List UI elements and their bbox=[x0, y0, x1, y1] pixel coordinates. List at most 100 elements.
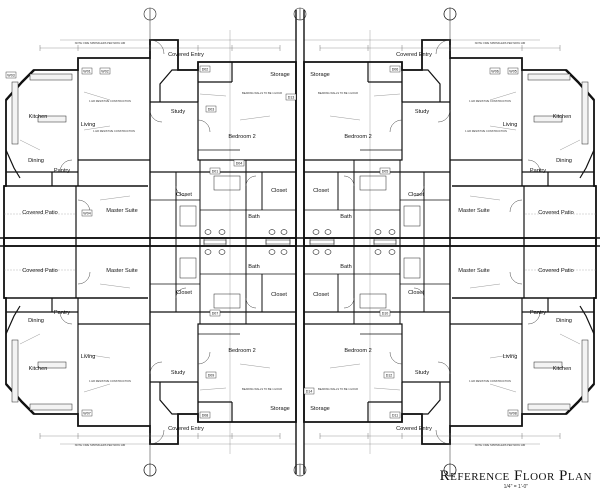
svg-text:D13: D13 bbox=[288, 96, 295, 100]
label-dining: Dining bbox=[28, 318, 44, 324]
label-covered-patio: Covered Patio bbox=[22, 268, 57, 274]
label-pantry: Pantry bbox=[54, 168, 70, 174]
svg-text:W06: W06 bbox=[491, 70, 498, 74]
note-sprinkler: NOTE: FIRE SPRINKLERS PER NFPA 13R bbox=[475, 41, 526, 45]
label-study: Study bbox=[415, 370, 430, 376]
svg-text:W04: W04 bbox=[83, 212, 90, 216]
svg-text:D11: D11 bbox=[392, 414, 398, 418]
label-closet-2: Closet bbox=[313, 188, 329, 194]
tag-d10: D10 bbox=[379, 309, 391, 317]
svg-text:D01: D01 bbox=[212, 170, 219, 174]
label-master-suite: Master Suite bbox=[458, 208, 489, 214]
tag-w04: W04 bbox=[81, 209, 93, 217]
svg-text:D07: D07 bbox=[212, 312, 219, 316]
tag-d14: D14 bbox=[303, 387, 315, 395]
label-closet-2: Closet bbox=[271, 292, 287, 298]
note-sprinkler: NOTE: FIRE SPRINKLERS PER NFPA 13R bbox=[475, 443, 526, 447]
label-bath: Bath bbox=[248, 264, 260, 270]
label-covered-entry: Covered Entry bbox=[396, 426, 432, 432]
note-fire-wall: 1 HR RESISTIVE CONSTRUCTION bbox=[89, 379, 131, 383]
tag-d02: D02 bbox=[199, 65, 211, 73]
label-bedroom-2: Bedroom 2 bbox=[228, 134, 255, 140]
center-grid bbox=[0, 7, 600, 477]
note-fire-wall: 1 HR RESISTIVE CONSTRUCTION bbox=[465, 129, 507, 133]
tag-d13: D13 bbox=[285, 93, 297, 101]
label-living: Living bbox=[81, 122, 96, 128]
svg-text:D05: D05 bbox=[382, 170, 389, 174]
svg-text:W02: W02 bbox=[101, 70, 108, 74]
note-bearing: BEARING WALLS TO BE 1 HOUR bbox=[242, 387, 282, 391]
svg-text:D08: D08 bbox=[202, 414, 209, 418]
label-kitchen: Kitchen bbox=[553, 366, 572, 372]
label-dining: Dining bbox=[556, 318, 572, 324]
svg-text:D06: D06 bbox=[392, 68, 399, 72]
svg-text:W05: W05 bbox=[509, 70, 516, 74]
label-closet: Closet bbox=[408, 192, 424, 198]
label-closet: Closet bbox=[176, 290, 192, 296]
tag-w07: W07 bbox=[81, 409, 93, 417]
construction-notes: 1 HR RESISTIVE CONSTRUCTION 1 HR RESISTI… bbox=[75, 41, 526, 447]
svg-text:D04: D04 bbox=[236, 162, 243, 166]
label-bath: Bath bbox=[340, 214, 352, 220]
label-covered-entry: Covered Entry bbox=[168, 426, 204, 432]
svg-text:D02: D02 bbox=[202, 68, 209, 72]
label-study: Study bbox=[171, 370, 186, 376]
svg-text:D10: D10 bbox=[382, 312, 389, 316]
note-fire-wall: 1 HR RESISTIVE CONSTRUCTION bbox=[89, 99, 131, 103]
label-master-suite: Master Suite bbox=[106, 268, 137, 274]
label-pantry: Pantry bbox=[54, 310, 70, 316]
svg-text:D03: D03 bbox=[208, 108, 215, 112]
svg-text:W03: W03 bbox=[7, 74, 14, 78]
label-closet: Closet bbox=[176, 192, 192, 198]
label-living: Living bbox=[81, 354, 96, 360]
label-covered-patio: Covered Patio bbox=[538, 268, 573, 274]
label-storage: Storage bbox=[310, 72, 330, 78]
svg-text:W08: W08 bbox=[509, 412, 516, 416]
svg-text:D14: D14 bbox=[306, 390, 313, 394]
label-kitchen: Kitchen bbox=[29, 366, 48, 372]
plan-scale: 1/4" = 1'-0" bbox=[503, 484, 529, 490]
tag-w01: W01 bbox=[81, 67, 93, 75]
label-bedroom-2: Bedroom 2 bbox=[228, 348, 255, 354]
plan-title: Reference Floor Plan bbox=[439, 468, 592, 484]
label-closet: Closet bbox=[408, 290, 424, 296]
label-master-suite: Master Suite bbox=[458, 268, 489, 274]
label-storage: Storage bbox=[270, 406, 290, 412]
tag-w06: W06 bbox=[489, 67, 501, 75]
label-bedroom-2: Bedroom 2 bbox=[344, 348, 371, 354]
label-bath: Bath bbox=[248, 214, 260, 220]
svg-text:D12: D12 bbox=[386, 374, 393, 378]
note-sprinkler: NOTE: FIRE SPRINKLERS PER NFPA 13R bbox=[75, 41, 126, 45]
note-bearing: BEARING WALLS TO BE 1 HOUR bbox=[318, 387, 358, 391]
label-study: Study bbox=[415, 109, 430, 115]
note-bearing: BEARING WALLS TO BE 1 HOUR bbox=[318, 91, 358, 95]
tag-d04: D04 bbox=[233, 159, 245, 167]
label-bath: Bath bbox=[340, 264, 352, 270]
tag-d07: D07 bbox=[209, 309, 221, 317]
label-bedroom-2: Bedroom 2 bbox=[344, 134, 371, 140]
tag-d05: D05 bbox=[379, 167, 391, 175]
svg-text:D09: D09 bbox=[208, 374, 215, 378]
label-storage: Storage bbox=[270, 72, 290, 78]
tag-w02: W02 bbox=[99, 67, 111, 75]
tag-w08: W08 bbox=[507, 409, 519, 417]
tag-w05: W05 bbox=[507, 67, 519, 75]
label-master-suite: Master Suite bbox=[106, 208, 137, 214]
label-kitchen: Kitchen bbox=[29, 114, 48, 120]
opening-tags: W01 W02 W03 W04 D01 D02 D03 D04 W05 W06 … bbox=[5, 65, 519, 419]
label-study: Study bbox=[171, 109, 186, 115]
tag-d03: D03 bbox=[205, 105, 217, 113]
tag-w03: W03 bbox=[5, 71, 17, 79]
svg-text:W07: W07 bbox=[83, 412, 90, 416]
note-sprinkler: NOTE: FIRE SPRINKLERS PER NFPA 13R bbox=[75, 443, 126, 447]
tag-d01: D01 bbox=[209, 167, 221, 175]
label-covered-patio: Covered Patio bbox=[22, 210, 57, 216]
label-covered-entry: Covered Entry bbox=[168, 52, 204, 58]
label-pantry: Pantry bbox=[530, 310, 546, 316]
label-dining: Dining bbox=[28, 158, 44, 164]
label-dining: Dining bbox=[556, 158, 572, 164]
note-fire-wall: 1 HR RESISTIVE CONSTRUCTION bbox=[93, 129, 135, 133]
svg-text:W01: W01 bbox=[83, 70, 90, 74]
label-living: Living bbox=[503, 354, 518, 360]
